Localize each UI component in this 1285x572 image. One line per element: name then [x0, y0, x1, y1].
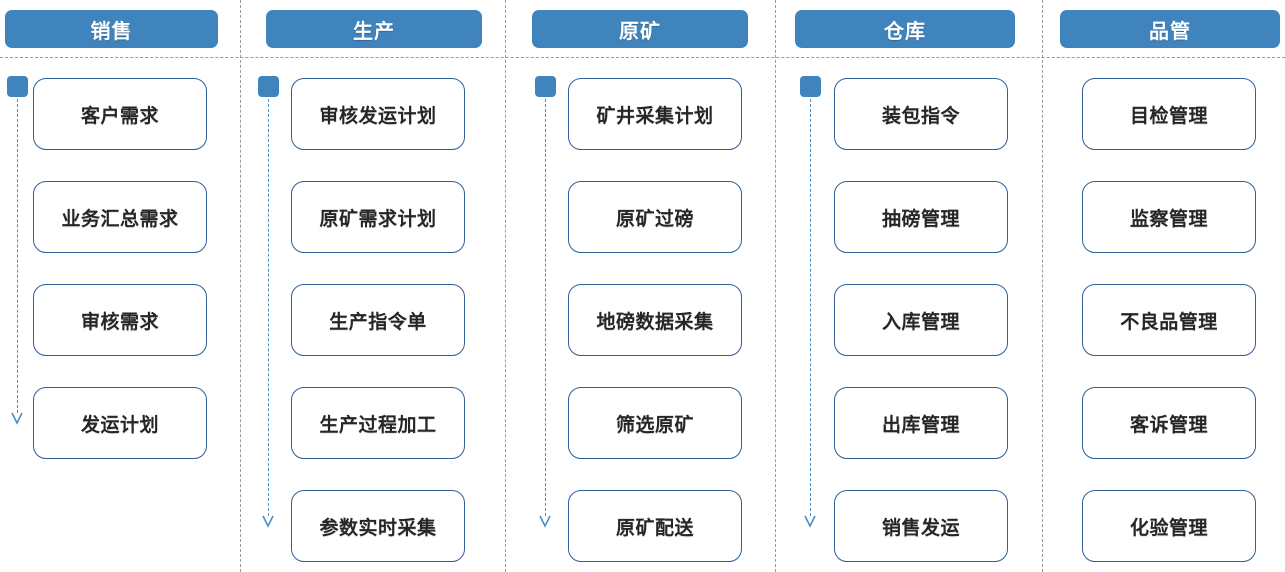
- arrow-head-icon-4: [803, 515, 817, 529]
- flow-arrow-3: [545, 99, 546, 516]
- arrow-head-icon-2: [261, 515, 275, 529]
- start-marker-3: [535, 76, 556, 97]
- process-node[interactable]: 原矿过磅: [568, 181, 742, 253]
- start-marker-4: [800, 76, 821, 97]
- process-node[interactable]: 参数实时采集: [291, 490, 465, 562]
- process-node[interactable]: 装包指令: [834, 78, 1008, 150]
- process-node[interactable]: 审核发运计划: [291, 78, 465, 150]
- process-node[interactable]: 生产指令单: [291, 284, 465, 356]
- column-divider-1: [240, 0, 241, 572]
- process-node[interactable]: 业务汇总需求: [33, 181, 207, 253]
- flow-arrow-1: [17, 99, 18, 413]
- column-divider-3: [775, 0, 776, 572]
- arrow-head-icon-1: [10, 412, 24, 426]
- column-divider-2: [505, 0, 506, 572]
- flow-arrow-4: [810, 99, 811, 516]
- process-node[interactable]: 原矿需求计划: [291, 181, 465, 253]
- process-node[interactable]: 抽磅管理: [834, 181, 1008, 253]
- start-marker-1: [7, 76, 28, 97]
- process-node[interactable]: 地磅数据采集: [568, 284, 742, 356]
- process-node[interactable]: 矿井采集计划: [568, 78, 742, 150]
- process-node[interactable]: 发运计划: [33, 387, 207, 459]
- column-header-4[interactable]: 仓库: [795, 10, 1015, 48]
- column-divider-4: [1042, 0, 1043, 572]
- column-header-3[interactable]: 原矿: [532, 10, 748, 48]
- process-node[interactable]: 目检管理: [1082, 78, 1256, 150]
- arrow-head-icon-3: [538, 515, 552, 529]
- process-node[interactable]: 客诉管理: [1082, 387, 1256, 459]
- column-header-5[interactable]: 品管: [1060, 10, 1280, 48]
- process-node[interactable]: 监察管理: [1082, 181, 1256, 253]
- process-node[interactable]: 出库管理: [834, 387, 1008, 459]
- header-divider: [0, 57, 1285, 58]
- process-node[interactable]: 化验管理: [1082, 490, 1256, 562]
- start-marker-2: [258, 76, 279, 97]
- process-node[interactable]: 审核需求: [33, 284, 207, 356]
- column-header-2[interactable]: 生产: [266, 10, 482, 48]
- process-node[interactable]: 入库管理: [834, 284, 1008, 356]
- flow-arrow-2: [268, 99, 269, 516]
- process-node[interactable]: 筛选原矿: [568, 387, 742, 459]
- column-header-1[interactable]: 销售: [5, 10, 218, 48]
- process-node[interactable]: 原矿配送: [568, 490, 742, 562]
- process-node[interactable]: 客户需求: [33, 78, 207, 150]
- process-node[interactable]: 不良品管理: [1082, 284, 1256, 356]
- process-node[interactable]: 生产过程加工: [291, 387, 465, 459]
- process-node[interactable]: 销售发运: [834, 490, 1008, 562]
